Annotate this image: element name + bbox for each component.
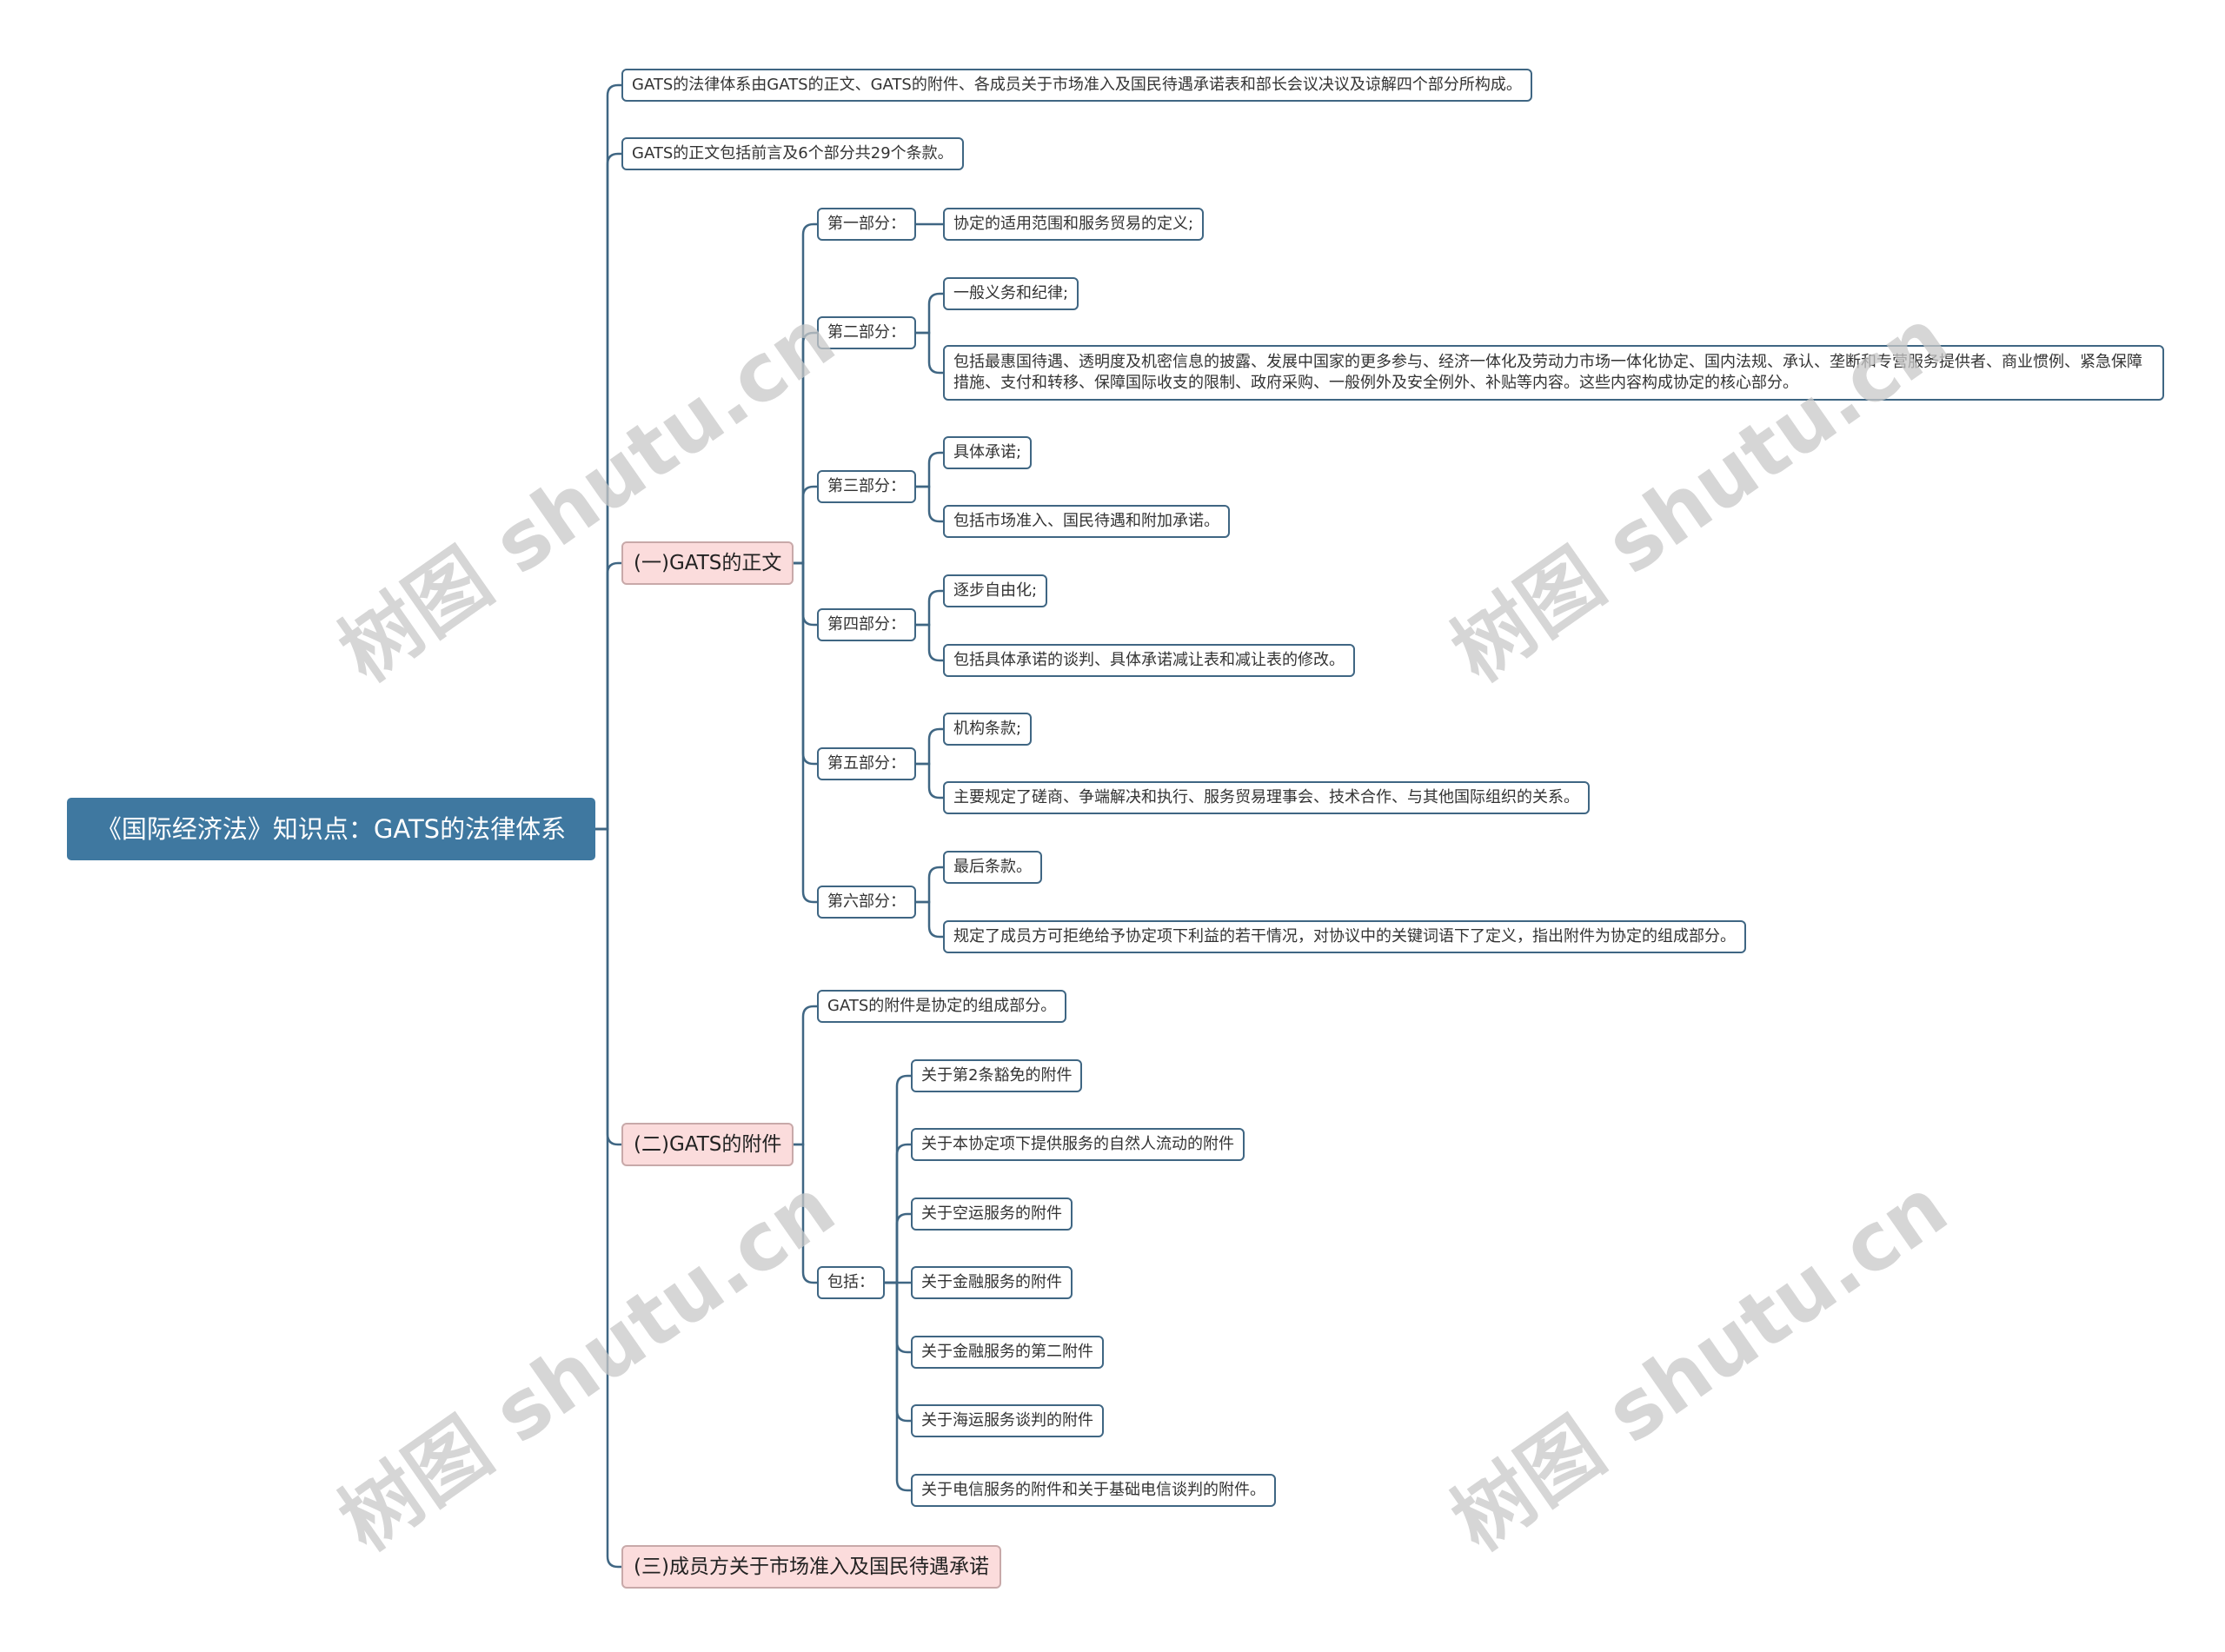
connector-part-6-label	[794, 561, 817, 904]
connector-part-3-item-1	[916, 451, 943, 488]
part-4-label[interactable]: 第四部分：	[817, 608, 916, 641]
part-2-label[interactable]: 第二部分：	[817, 316, 916, 349]
connector-part-4-item-1	[916, 589, 943, 627]
connector-annex-note	[794, 1005, 817, 1146]
connector-part-5-item-1	[916, 727, 943, 766]
part-4-item-1[interactable]: 逐步自由化;	[943, 574, 1048, 607]
part-3-label[interactable]: 第三部分：	[817, 470, 916, 503]
connector-note-legal-system	[595, 83, 621, 831]
part-5-item-2[interactable]: 主要规定了磋商、争端解决和执行、服务贸易理事会、技术合作、与其他国际组织的关系。	[943, 781, 1590, 814]
connector-part-6-item-1	[916, 866, 943, 904]
note-text-structure[interactable]: GATS的正文包括前言及6个部分共29个条款。	[621, 137, 964, 170]
annex-item-1[interactable]: 关于第2条豁免的附件	[911, 1059, 1083, 1092]
annex-note[interactable]: GATS的附件是协定的组成部分。	[817, 990, 1067, 1023]
annex-item-7[interactable]: 关于电信服务的附件和关于基础电信谈判的附件。	[911, 1474, 1276, 1507]
connector-annex-item-3	[885, 1212, 911, 1284]
annex-item-2[interactable]: 关于本协定项下提供服务的自然人流动的附件	[911, 1128, 1245, 1161]
connector-part-1-label	[794, 222, 817, 565]
connector-annex-includes-label	[794, 1143, 817, 1284]
connector-part-2-item-1	[916, 292, 943, 335]
branch-gats-text[interactable]: (一)GATS的正文	[621, 541, 794, 585]
annex-item-6[interactable]: 关于海运服务谈判的附件	[911, 1404, 1104, 1437]
connector-part-5-label	[794, 561, 817, 766]
connector-branch-gats-text	[595, 561, 621, 831]
part-1-item-1[interactable]: 协定的适用范围和服务贸易的定义;	[943, 208, 1205, 241]
part-2-item-2[interactable]: 包括最惠国待遇、透明度及机密信息的披露、发展中国家的更多参与、经济一体化及劳动力…	[943, 345, 2164, 401]
part-4-item-2[interactable]: 包括具体承诺的谈判、具体承诺减让表和减让表的修改。	[943, 644, 1355, 677]
part-3-item-2[interactable]: 包括市场准入、国民待遇和附加承诺。	[943, 505, 1230, 538]
connector-annex-item-7	[885, 1281, 911, 1492]
connector-part-4-label	[794, 561, 817, 627]
connector-part-2-item-2	[916, 331, 943, 375]
part-6-item-1[interactable]: 最后条款。	[943, 851, 1042, 884]
annex-item-3[interactable]: 关于空运服务的附件	[911, 1198, 1073, 1231]
connector-annex-item-1	[885, 1074, 911, 1284]
branch-commitments[interactable]: (三)成员方关于市场准入及国民待遇承诺	[621, 1545, 1001, 1589]
note-legal-system[interactable]: GATS的法律体系由GATS的正文、GATS的附件、各成员关于市场准入及国民待遇…	[621, 69, 1532, 102]
connector-part-2-label	[794, 331, 817, 565]
annex-includes-label[interactable]: 包括：	[817, 1266, 885, 1299]
connector-branch-commitments	[595, 827, 621, 1569]
connector-part-5-item-2	[916, 762, 943, 799]
part-1-label[interactable]: 第一部分：	[817, 208, 916, 241]
annex-item-5[interactable]: 关于金融服务的第二附件	[911, 1336, 1104, 1369]
annex-item-4[interactable]: 关于金融服务的附件	[911, 1266, 1073, 1299]
part-6-item-2[interactable]: 规定了成员方可拒绝给予协定项下利益的若干情况，对协议中的关键词语下了定义，指出附…	[943, 920, 1746, 953]
connector-note-text-structure	[595, 152, 621, 831]
branch-gats-annex[interactable]: (二)GATS的附件	[621, 1123, 794, 1166]
connector-part-6-item-2	[916, 900, 943, 939]
connector-part-3-label	[794, 485, 817, 565]
part-6-label[interactable]: 第六部分：	[817, 886, 916, 919]
root-topic[interactable]: 《国际经济法》知识点：GATS的法律体系	[67, 798, 595, 860]
part-5-item-1[interactable]: 机构条款;	[943, 713, 1033, 746]
connector-part-4-item-2	[916, 623, 943, 662]
connector-annex-item-2	[885, 1143, 911, 1284]
part-3-item-1[interactable]: 具体承诺;	[943, 436, 1033, 469]
part-5-label[interactable]: 第五部分：	[817, 747, 916, 780]
part-2-item-1[interactable]: 一般义务和纪律;	[943, 277, 1079, 310]
connector-part-3-item-2	[916, 485, 943, 523]
